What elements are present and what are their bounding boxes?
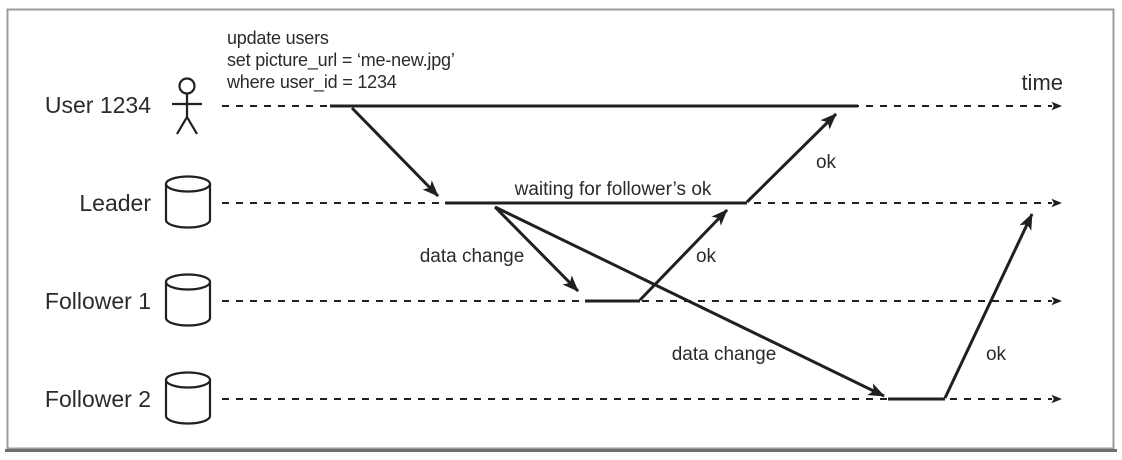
arrow-data-change-leader-to-follower2 [494, 205, 885, 398]
time-axis-label: time [1021, 70, 1063, 95]
lane-label-leader: Leader [79, 190, 151, 216]
data-change-label-follower2: data change [672, 344, 777, 365]
arrow-ok-follower1-to-leader [638, 208, 729, 302]
database-cylinder-icon [164, 175, 212, 229]
arrow-update-user-to-leader [350, 106, 440, 198]
ok-label-leader-to-user: ok [816, 152, 837, 173]
figure-border [6, 8, 1115, 450]
ok-label-follower1: ok [696, 246, 717, 267]
ok-label-follower2: ok [986, 344, 1007, 365]
arrow-ok-follower2-to-leader [943, 213, 1034, 399]
lane-label-user: User 1234 [45, 92, 151, 118]
lane-label-follower2: Follower 2 [45, 386, 151, 412]
waiting-note-label: waiting for follower’s ok [514, 179, 712, 200]
query-line-2: set picture_url = ‘me-new.jpg’ [227, 50, 455, 71]
lane-label-follower1: Follower 1 [45, 288, 151, 314]
query-line-1: update users [227, 28, 329, 48]
person-icon [172, 77, 202, 135]
data-change-label-follower1: data change [420, 246, 525, 267]
database-cylinder-icon [164, 273, 212, 327]
arrow-data-change-leader-to-follower1 [493, 205, 580, 293]
arrow-ok-leader-to-user [745, 112, 838, 204]
database-cylinder-icon [164, 371, 212, 425]
query-line-3: where user_id = 1234 [226, 72, 397, 93]
